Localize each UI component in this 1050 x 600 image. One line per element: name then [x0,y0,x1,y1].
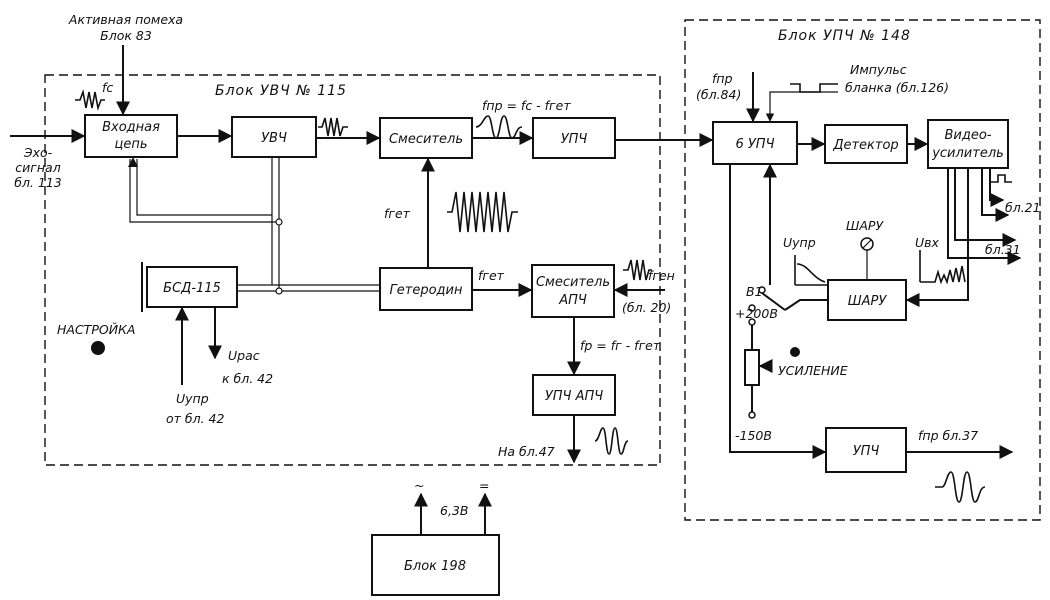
echo-label-2: сигнал [15,160,60,175]
echo-label-1: Эхо- [23,145,53,160]
fpr-top-label-1: fпр [712,71,733,86]
urac-label-2: к бл. 42 [222,371,273,386]
nastroika-label: НАСТРОЙКА [57,322,135,337]
local-oscillator-label: Гетеродин [390,283,463,298]
afc-out-wave-icon [594,427,629,455]
bl21-pulse-icon [990,174,1012,183]
junction-a [275,218,283,226]
aru-knob-mark [862,239,872,249]
uvch-wave-icon [318,117,348,137]
urac-label-1: Uрас [228,348,260,363]
blank-pulse-icon [790,83,838,93]
switch-contact-b [748,304,756,312]
fpr-top-label-2: (бл.84) [696,87,741,102]
aru-to-switch-line [784,299,828,311]
fget-vertical-label: fгет [384,206,411,221]
fget-horizontal-label: fгет [478,268,505,283]
dc-label: = [479,478,489,493]
input-control-line-b [129,159,279,223]
blank-label-2: бланка (бл.126) [845,80,949,95]
ubx-wave-icon [919,250,966,285]
afc-mixer-label-2: АПЧ [558,293,587,308]
blank-label-1: Импульс [850,62,907,77]
video-to-aru-line [905,168,969,307]
upch-unit-frame [684,19,1041,521]
fp-eq-label: fр = fг - fгет [580,338,661,353]
gain-knob-icon [790,347,800,357]
mixer-label: Смеситель [389,132,463,147]
uupr-in-label-1: Uупр [176,391,209,406]
switch-contact-a [758,286,766,294]
block198-label: Блок 198 [404,559,466,574]
video-out-bl31-line-b [947,168,1022,265]
na-bl47-label: На бл.47 [498,444,555,459]
detector-block [824,124,908,164]
afc-mixer-block [531,264,615,318]
input-control-arrow [128,157,138,167]
afc-amp-block [532,374,616,416]
upch6-label: 6 УПЧ [735,137,774,152]
aru-block [827,279,907,321]
upch1-label: УПЧ [561,132,588,147]
usilenie-label: УСИЛЕНИЕ [778,363,848,378]
out-wave-icon [935,471,986,503]
upch6-block [712,121,798,165]
aru-top-label: ШАРУ [846,218,884,233]
input-circuit-label-2: цепь [114,137,147,152]
block198 [371,534,500,596]
bl31-label: бл.31 [985,242,1021,257]
afc-mixer-label-1: Смеситель [536,275,610,290]
input-circuit-label-1: Входная [102,120,160,135]
junction-b [275,287,283,295]
uvch-unit-title: Блок УВЧ № 115 [215,83,347,99]
bsd-block [146,266,238,308]
aru-label: ШАРУ [848,294,888,309]
oscillator-wave-icon [447,191,518,233]
fgen-wave-icon [623,259,652,281]
fpr-bl37-label: fпр бл.37 [918,428,978,443]
gain-pot [744,349,760,386]
v63-label: 6,3В [440,503,468,518]
upch6-to-upchout-line [729,164,827,459]
uupr-curve-icon [794,255,828,286]
fpr-eq-label: fпр = fс - fгет [482,98,571,113]
active-jam-label-1: Активная помеха [68,12,183,27]
minus150-terminal [748,411,756,419]
switch-blade [761,292,786,311]
blank-input-line [765,91,838,122]
bl20-label: (бл. 20) [622,300,671,315]
minus150-label: -150В [735,428,772,443]
uupr-in-label-2: от бл. 42 [166,411,225,426]
video-out-bl31-line [954,168,1017,247]
upch-out-label: УПЧ [853,444,880,459]
uvch-label: УВЧ [261,131,287,146]
bsd-label: БСД-115 [163,281,221,296]
ac-label: ~ [414,478,424,493]
ubx-label: Uвх [915,235,940,250]
video-amp-label-1: Видео- [945,128,992,143]
fc-label: fс [102,80,113,95]
fpr-wave-icon [475,115,523,139]
video-out-bl21-line [989,168,1005,207]
video-out-bl21-line-b [981,168,1010,222]
video-amp-label-2: усилитель [931,146,1004,161]
uvch-unit-frame [44,74,661,466]
nastroika-knob-icon [91,341,105,355]
fgen-label: fген [648,268,675,283]
uupr-label: Uупр [783,235,816,250]
echo-label-3: бл. 113 [14,175,62,190]
active-jam-label-2: Блок 83 [100,28,152,43]
input-control-line-a [136,159,272,216]
upch1-block [532,117,616,159]
detector-label: Детектор [832,138,898,153]
plus200-label: +200В [735,306,778,321]
upch-unit-title: Блок УПЧ № 148 [778,28,911,44]
local-oscillator-block [379,267,473,311]
bl21-label: бл.21 [1005,200,1041,215]
fc-wave-icon [75,89,105,111]
afc-amp-label: УПЧ АПЧ [545,389,603,404]
b1-label: B1 [746,284,763,299]
upch-out-block [825,427,907,473]
